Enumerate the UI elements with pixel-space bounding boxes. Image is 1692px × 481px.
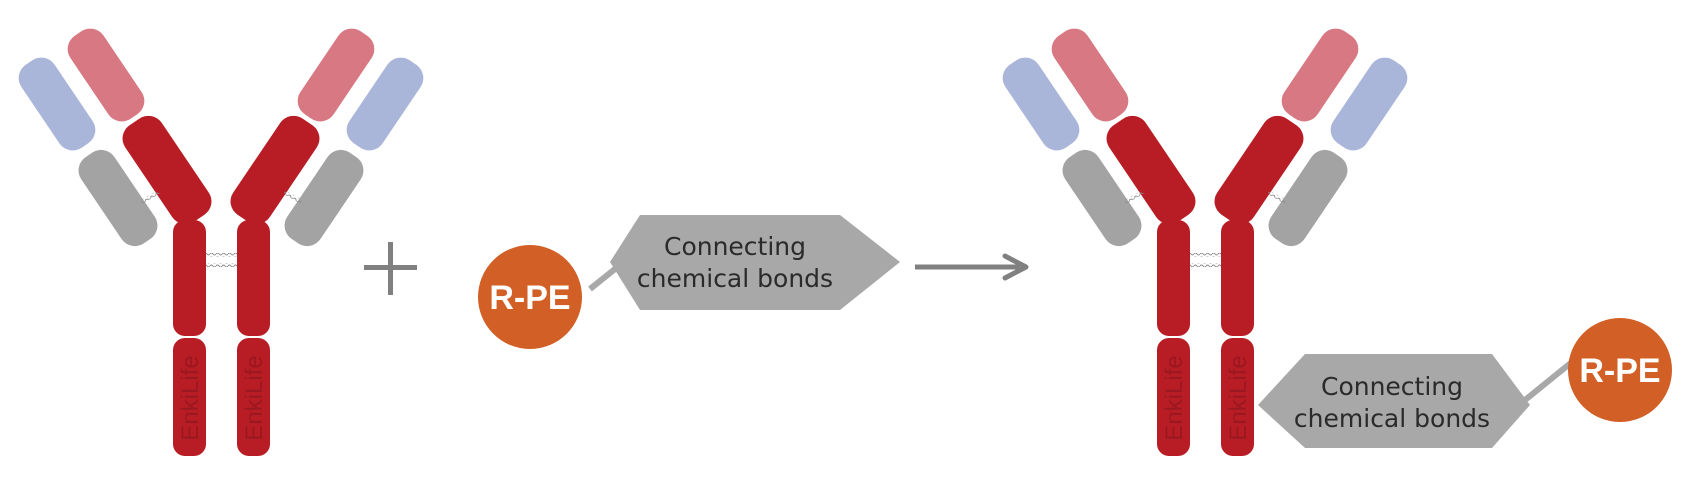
linker-label-line2: chemical bonds xyxy=(637,264,833,293)
linker-label-line2: chemical bonds xyxy=(1294,404,1490,433)
rpe-linker-reactant: Connecting chemical bonds R-PE xyxy=(478,215,900,349)
linker-line xyxy=(1523,359,1574,403)
rpe-linker-product: Connecting chemical bonds R-PE xyxy=(1258,318,1672,448)
antibody-reactant: EnkiLife EnkiLife xyxy=(12,22,430,457)
rpe-label: R-PE xyxy=(1579,352,1660,390)
watermark-left: EnkiLife xyxy=(1161,355,1188,440)
watermark-left: EnkiLife xyxy=(177,355,204,440)
linker-label-line1: Connecting xyxy=(1321,372,1463,401)
reaction-arrow-icon xyxy=(915,253,1029,281)
antibody-product: EnkiLife EnkiLife xyxy=(996,22,1414,457)
watermark-right: EnkiLife xyxy=(1225,355,1252,440)
rpe-circle xyxy=(1568,318,1672,422)
plus-icon xyxy=(364,242,417,295)
linker-label-line1: Connecting xyxy=(664,232,806,261)
rpe-label: R-PE xyxy=(489,279,570,317)
linker-hexagon xyxy=(1258,354,1530,448)
linker-hexagon xyxy=(610,215,900,310)
rpe-circle xyxy=(478,245,582,349)
watermark-right: EnkiLife xyxy=(241,355,268,440)
